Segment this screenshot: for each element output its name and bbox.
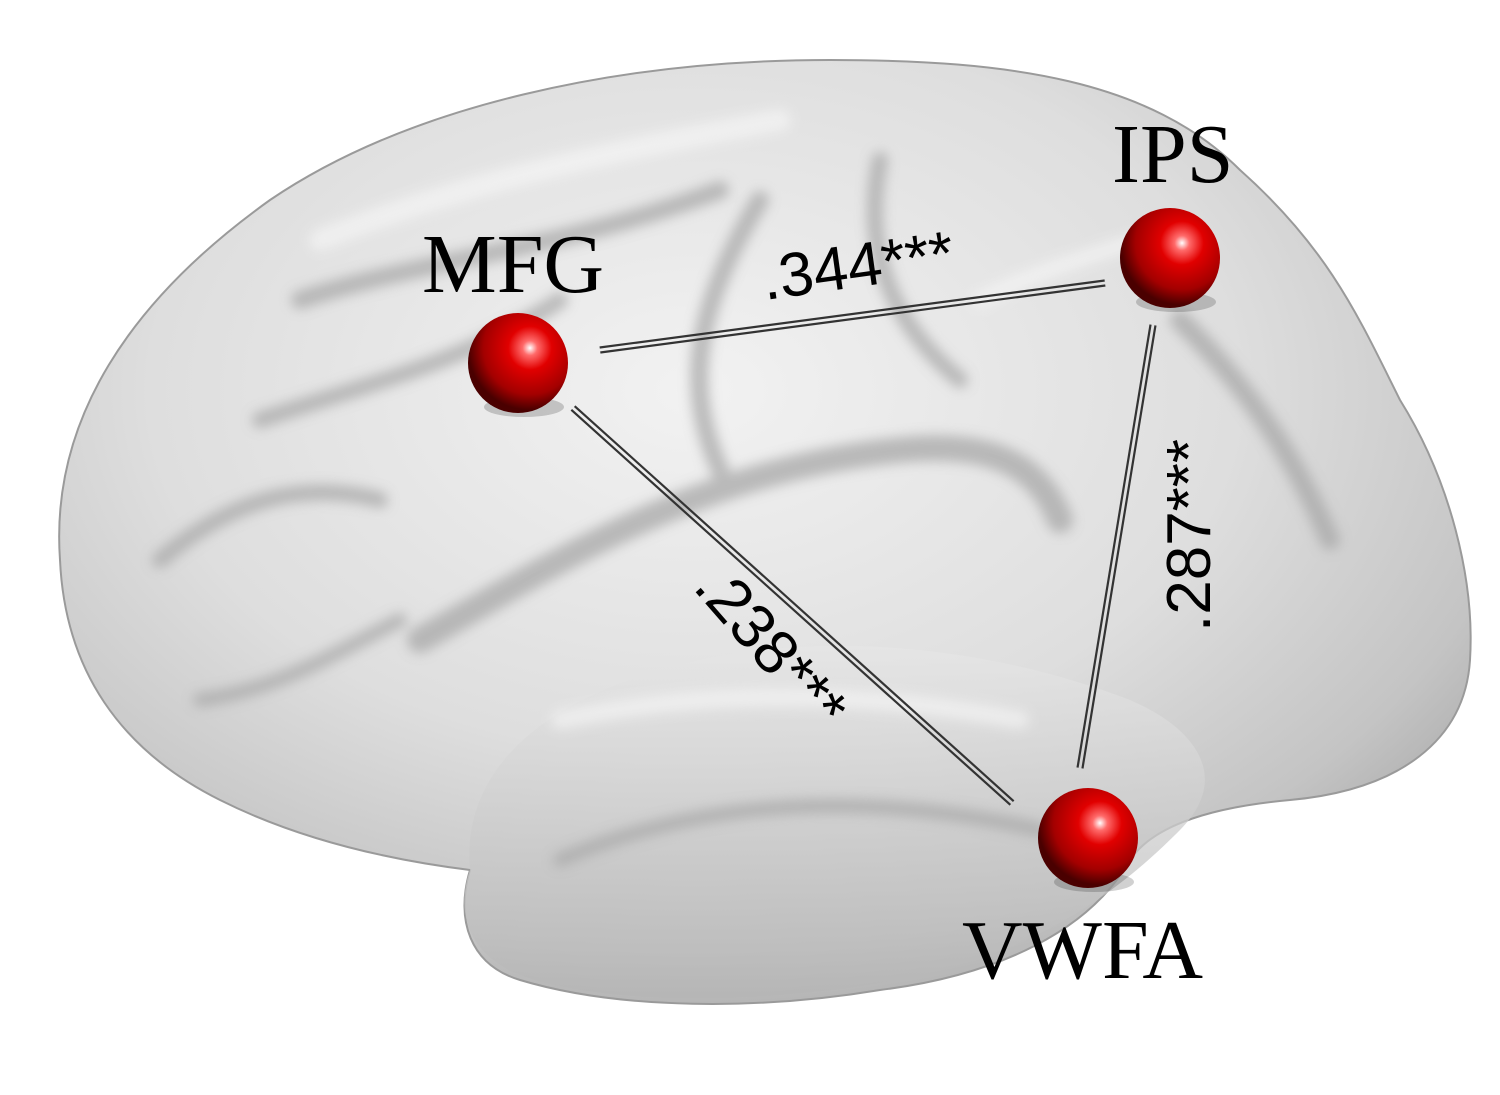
connection-line-ips-vwfa: [1076, 324, 1152, 768]
node-ips: [1120, 208, 1220, 308]
label-ips: IPS: [1112, 108, 1233, 201]
brain-surface: [58, 58, 1472, 1005]
temporal-lobe: [464, 645, 1205, 999]
node-mfg: [468, 313, 568, 413]
label-vwfa: VWFA: [962, 904, 1203, 997]
connection-line-mfg-ips: [599, 279, 1105, 349]
connection-line-mfg-vwfa: [573, 405, 1015, 802]
label-mfg: MFG: [422, 218, 604, 311]
connection-line-ips-vwfa: [1081, 325, 1157, 769]
edge-label-ips-vwfa: .287***: [1155, 439, 1224, 632]
connection-line-mfg-ips: [600, 284, 1106, 354]
sulci: [152, 152, 1340, 867]
connections: [570, 279, 1157, 806]
node-vwfa: [1038, 788, 1138, 888]
regions: [468, 208, 1220, 892]
connection-line-mfg-vwfa: [570, 409, 1012, 806]
